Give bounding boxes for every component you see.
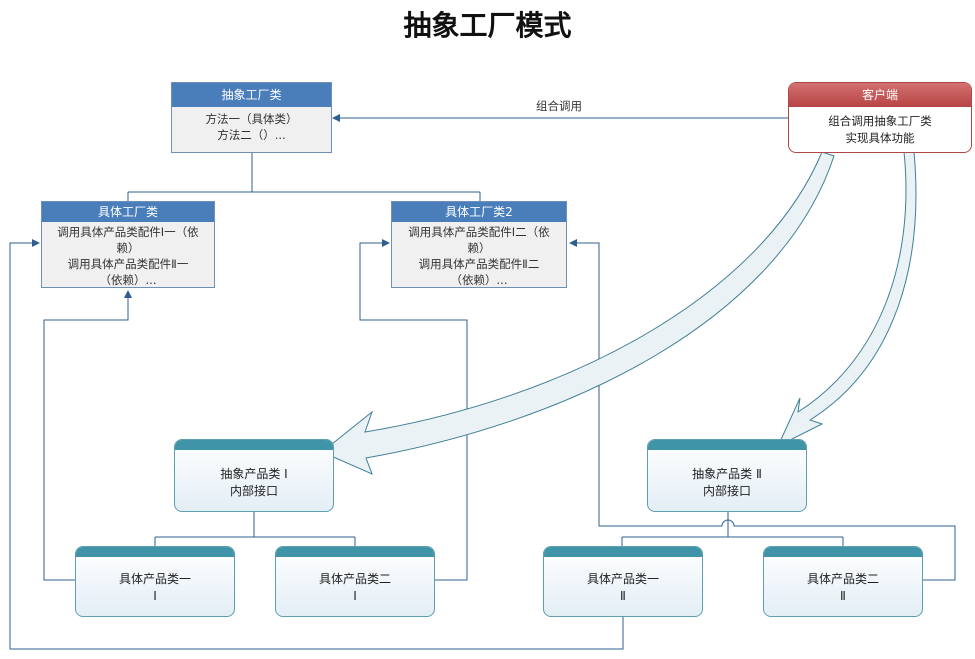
factory1-line: 调用具体产品类配件Ⅰ一（依 xyxy=(57,225,199,239)
edge-label: 组合调用 xyxy=(536,99,582,113)
product-2-1-family: Ⅱ xyxy=(620,589,626,603)
card-cap xyxy=(648,440,806,450)
edge-product11-to-factory1 xyxy=(43,290,132,581)
factory2-line: 调用具体产品类配件Ⅱ二 xyxy=(418,257,540,271)
product-1-1-name: 具体产品类一 xyxy=(118,572,191,586)
product-2-2[interactable]: 具体产品类二 Ⅱ xyxy=(763,546,923,617)
product-1-2-family: Ⅰ xyxy=(353,589,357,603)
abstract-product-1-desc: 内部接口 xyxy=(229,484,278,498)
client-line: 实现具体功能 xyxy=(845,131,915,145)
abstract-product-2-name: 抽象产品类 Ⅱ xyxy=(692,467,762,481)
abstract-factory-method: 方法一（具体类） xyxy=(205,112,298,126)
edge-product22-to-factory2 xyxy=(569,239,956,581)
factory1-header: 具体工厂类 xyxy=(42,202,214,222)
product-2-2-name: 具体产品类二 xyxy=(806,572,879,586)
page-title: 抽象工厂模式 xyxy=(403,9,572,42)
card-cap xyxy=(544,547,702,557)
card-cap xyxy=(276,547,434,557)
factory1-line: （依赖）... xyxy=(99,273,157,287)
card-cap xyxy=(175,440,333,450)
factory1-line: 赖） xyxy=(116,241,140,255)
abstract-product-2-desc: 内部接口 xyxy=(702,484,751,498)
abstract-product-2[interactable]: 抽象产品类 Ⅱ 内部接口 xyxy=(647,439,807,512)
curved-arrow-client-to-product1 xyxy=(321,151,835,475)
product-1-2-name: 具体产品类二 xyxy=(318,572,391,586)
edge-product21-to-factory1 xyxy=(9,239,624,650)
product-1-2[interactable]: 具体产品类二 Ⅰ xyxy=(275,546,435,617)
abstract-product-1-name: 抽象产品类 Ⅰ xyxy=(220,467,288,481)
abstract-factory-header: 抽象工厂类 xyxy=(172,83,331,107)
factory2-line: （依赖）... xyxy=(450,273,508,287)
edge-product1-tree xyxy=(154,512,356,546)
product-1-1[interactable]: 具体产品类一 Ⅰ xyxy=(75,546,235,617)
abstract-factory-class[interactable]: 抽象工厂类 方法一（具体类） 方法二（）... xyxy=(171,82,332,153)
card-cap xyxy=(764,547,922,557)
product-2-1-name: 具体产品类一 xyxy=(586,572,659,586)
factory2-header: 具体工厂类2 xyxy=(392,202,566,222)
concrete-factory-2[interactable]: 具体工厂类2 调用具体产品类配件Ⅰ二（依 赖） 调用具体产品类配件Ⅱ二 （依赖）… xyxy=(391,201,567,288)
edge-product2-tree xyxy=(621,512,844,546)
product-2-1[interactable]: 具体产品类一 Ⅱ xyxy=(543,546,703,617)
factory2-line: 赖） xyxy=(467,241,491,255)
client-line: 组合调用抽象工厂类 xyxy=(828,114,932,128)
factory2-line: 调用具体产品类配件Ⅰ二（依 xyxy=(408,225,550,239)
factory1-line: 调用具体产品类配件Ⅱ一 xyxy=(67,257,189,271)
concrete-factory-1[interactable]: 具体工厂类 调用具体产品类配件Ⅰ一（依 赖） 调用具体产品类配件Ⅱ一 （依赖）.… xyxy=(41,201,215,288)
edge-product12-to-factory2 xyxy=(359,239,468,581)
card-cap xyxy=(76,547,234,557)
client-class[interactable]: 客户端 组合调用抽象工厂类 实现具体功能 xyxy=(788,82,972,153)
product-1-1-family: Ⅰ xyxy=(153,589,157,603)
abstract-factory-method: 方法二（）... xyxy=(217,128,286,142)
abstract-product-1[interactable]: 抽象产品类 Ⅰ 内部接口 xyxy=(174,439,334,512)
curved-arrow-client-to-product2 xyxy=(776,151,917,448)
client-header: 客户端 xyxy=(789,83,971,107)
product-2-2-family: Ⅱ xyxy=(840,589,846,603)
edge-factory-tree xyxy=(127,153,481,201)
